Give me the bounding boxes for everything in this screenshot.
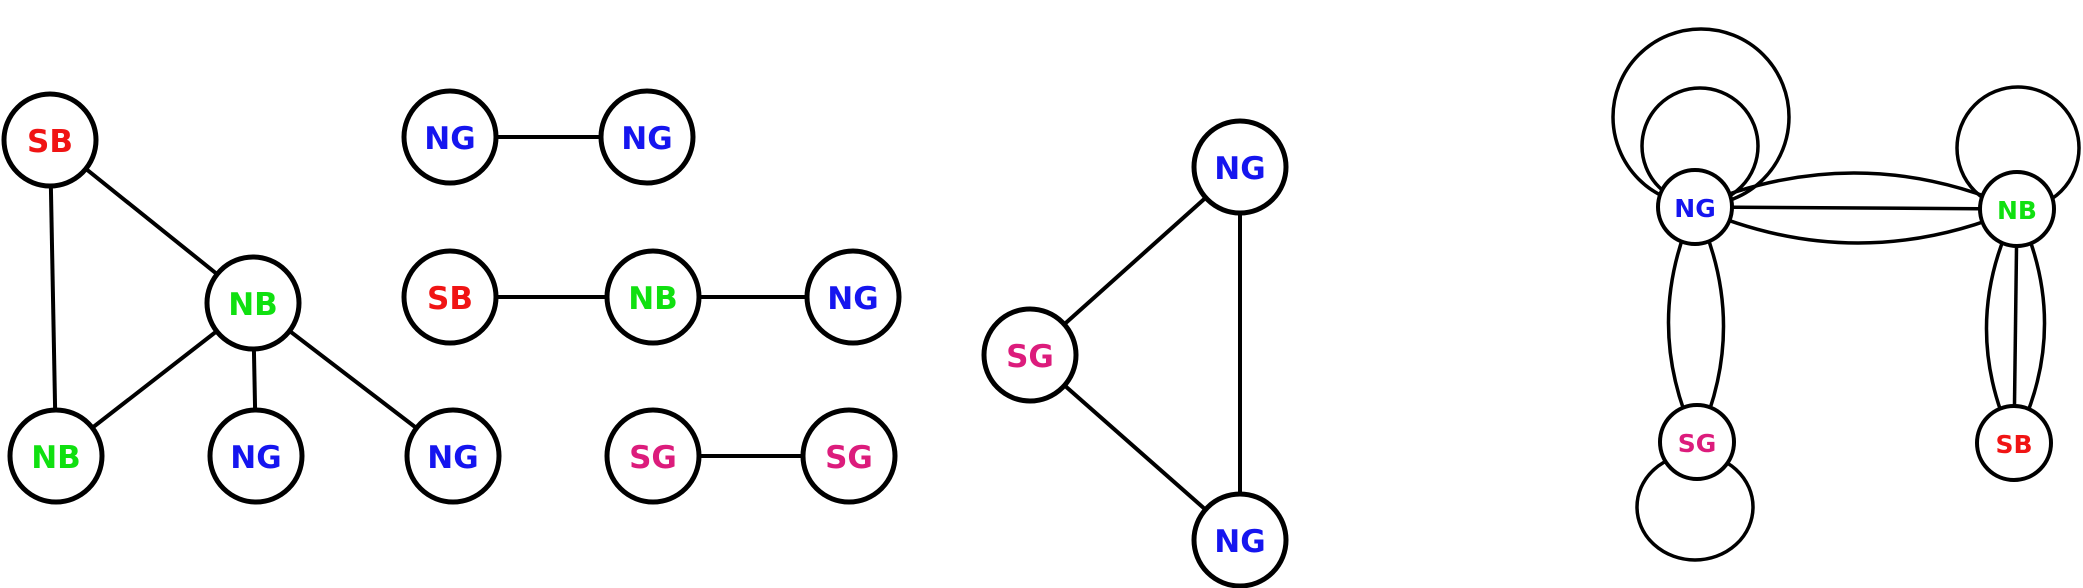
node-label: NG xyxy=(230,440,281,476)
graph-node xyxy=(401,248,499,346)
node-label: NG xyxy=(1674,194,1715,223)
graph-node xyxy=(1191,118,1289,216)
graph-node xyxy=(598,88,696,186)
graph-node xyxy=(1978,170,2056,248)
graph-node xyxy=(804,248,902,346)
edge xyxy=(2012,208,2019,444)
edge xyxy=(1694,205,2018,245)
graph-node xyxy=(800,407,898,505)
node-label: NB xyxy=(628,281,678,317)
node-label: SG xyxy=(1678,429,1717,458)
graph-node xyxy=(981,306,1079,404)
graph-triangle: NG SG NG xyxy=(981,118,1289,588)
node-label: SG xyxy=(629,440,677,476)
node-label: NG xyxy=(827,281,878,317)
graph-node xyxy=(404,407,502,505)
node-label: SG xyxy=(825,440,873,476)
graph-middle-components: NG NG SB NB NG SG SG xyxy=(401,88,902,505)
node-label: NB xyxy=(31,440,81,476)
edge xyxy=(1694,171,2018,211)
node-label: NB xyxy=(1997,196,2037,225)
node-label: NG xyxy=(1214,524,1265,560)
graph-node xyxy=(1658,403,1736,481)
node-label: SB xyxy=(27,124,73,160)
node-label: SG xyxy=(1006,339,1054,375)
graph-node xyxy=(207,407,305,505)
node-label: NG xyxy=(424,121,475,157)
graph-node xyxy=(1,91,99,189)
node-label: SB xyxy=(1995,430,2032,459)
graph-multigraph: NG NB SG SB xyxy=(1611,27,2081,562)
graph-node xyxy=(401,88,499,186)
graph-node xyxy=(604,248,702,346)
node-label: SB xyxy=(427,281,473,317)
edge xyxy=(48,139,58,457)
graph-node xyxy=(1191,491,1289,588)
node-label: NG xyxy=(1214,151,1265,187)
node-label: NG xyxy=(427,440,478,476)
graph-node xyxy=(7,407,105,505)
graph-node xyxy=(604,407,702,505)
node-label: NB xyxy=(228,287,278,323)
graph-node xyxy=(204,254,302,352)
graph-node xyxy=(1975,404,2053,482)
graph-left-tree: SB NB NB NG NG xyxy=(1,91,502,505)
node-label: NG xyxy=(621,121,672,157)
graph-node xyxy=(1656,168,1734,246)
edge xyxy=(1694,205,2018,211)
